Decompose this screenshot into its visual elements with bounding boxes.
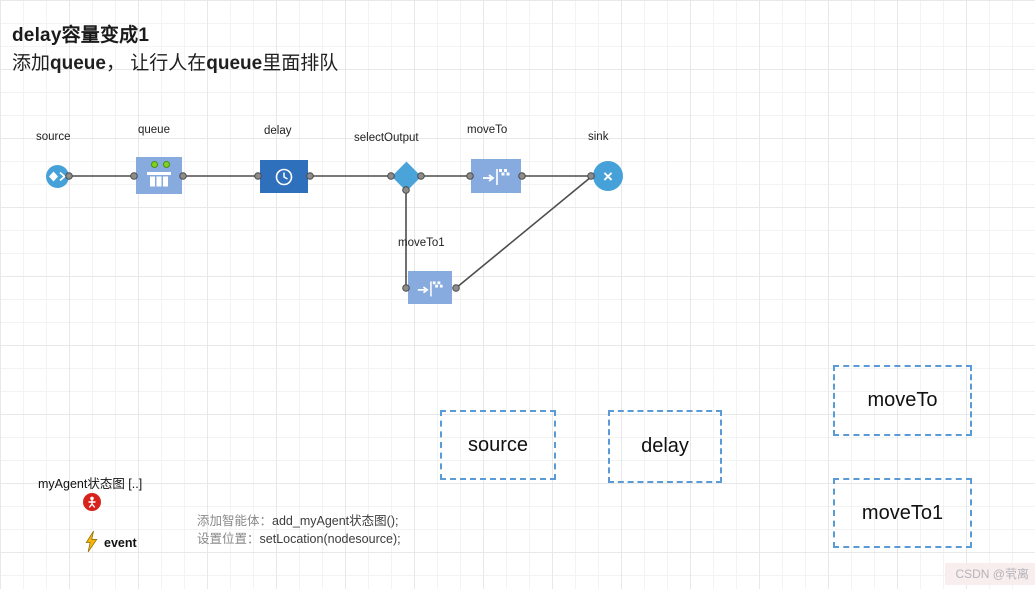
queue-icon — [147, 171, 171, 186]
flow-block-moveTo[interactable] — [471, 159, 521, 193]
source-icon — [49, 171, 66, 182]
queue-status-dot — [163, 161, 170, 168]
watermark: CSDN @茕离 — [945, 563, 1035, 585]
note-label: 添加智能体： — [197, 514, 273, 528]
statechart-agent-node[interactable] — [83, 493, 101, 511]
flow-block-source[interactable] — [46, 165, 69, 188]
title-line-2-seg: queue — [50, 53, 106, 74]
area-node-moveTo[interactable]: moveTo — [833, 365, 972, 436]
note-set-location: 设置位置：setLocation(nodesource); — [197, 528, 401, 547]
title-line-1: delay容量变成1 — [12, 25, 150, 46]
move-to-icon — [417, 280, 443, 296]
flow-label-selectOutput: selectOutput — [354, 132, 419, 144]
title-line-2-seg: 添加 — [12, 53, 51, 74]
flow-label-source: source — [36, 131, 71, 143]
flow-label-moveTo: moveTo — [467, 124, 508, 136]
flow-block-moveTo1[interactable] — [408, 271, 452, 304]
area-node-moveTo1[interactable]: moveTo1 — [833, 478, 972, 548]
area-node-label: moveTo1 — [861, 501, 944, 524]
flow-block-delay[interactable] — [260, 160, 308, 193]
title-line-2-seg: ， 让行人在 — [105, 53, 207, 74]
area-node-label: moveTo — [867, 389, 938, 411]
statechart-title: myAgent状态图 [..] — [38, 477, 143, 491]
flow-label-queue: queue — [138, 124, 170, 136]
title-line-2-seg: queue — [206, 53, 263, 74]
area-node-label: source — [467, 433, 529, 456]
area-node-source[interactable]: source — [440, 410, 556, 480]
note-code: setLocation(nodesource); — [259, 532, 401, 546]
move-to-icon — [483, 169, 510, 185]
lightning-icon[interactable] — [84, 531, 99, 552]
flow-block-sink[interactable]: × — [593, 161, 623, 191]
title-line-2: 添加queue， 让行人在queue里面排队 — [12, 48, 338, 75]
note-add-agent: 添加智能体：add_myAgent状态图(); — [197, 510, 398, 529]
flow-label-delay: delay — [264, 125, 292, 137]
area-node-label: delay — [641, 435, 689, 457]
delay-clock-icon — [275, 168, 293, 185]
title-line-2-seg: 里面排队 — [262, 53, 339, 74]
sink-close-icon: × — [603, 166, 613, 186]
flow-label-moveTo1: moveTo1 — [398, 237, 445, 249]
queue-status-dot — [151, 161, 158, 168]
event-label: event — [104, 536, 137, 550]
area-node-delay[interactable]: delay — [608, 410, 722, 483]
agent-person-icon — [88, 496, 96, 508]
note-code: add_myAgent状态图(); — [272, 514, 399, 528]
flow-block-queue[interactable] — [136, 157, 182, 194]
note-label: 设置位置： — [197, 532, 260, 546]
flow-label-sink: sink — [588, 131, 609, 143]
